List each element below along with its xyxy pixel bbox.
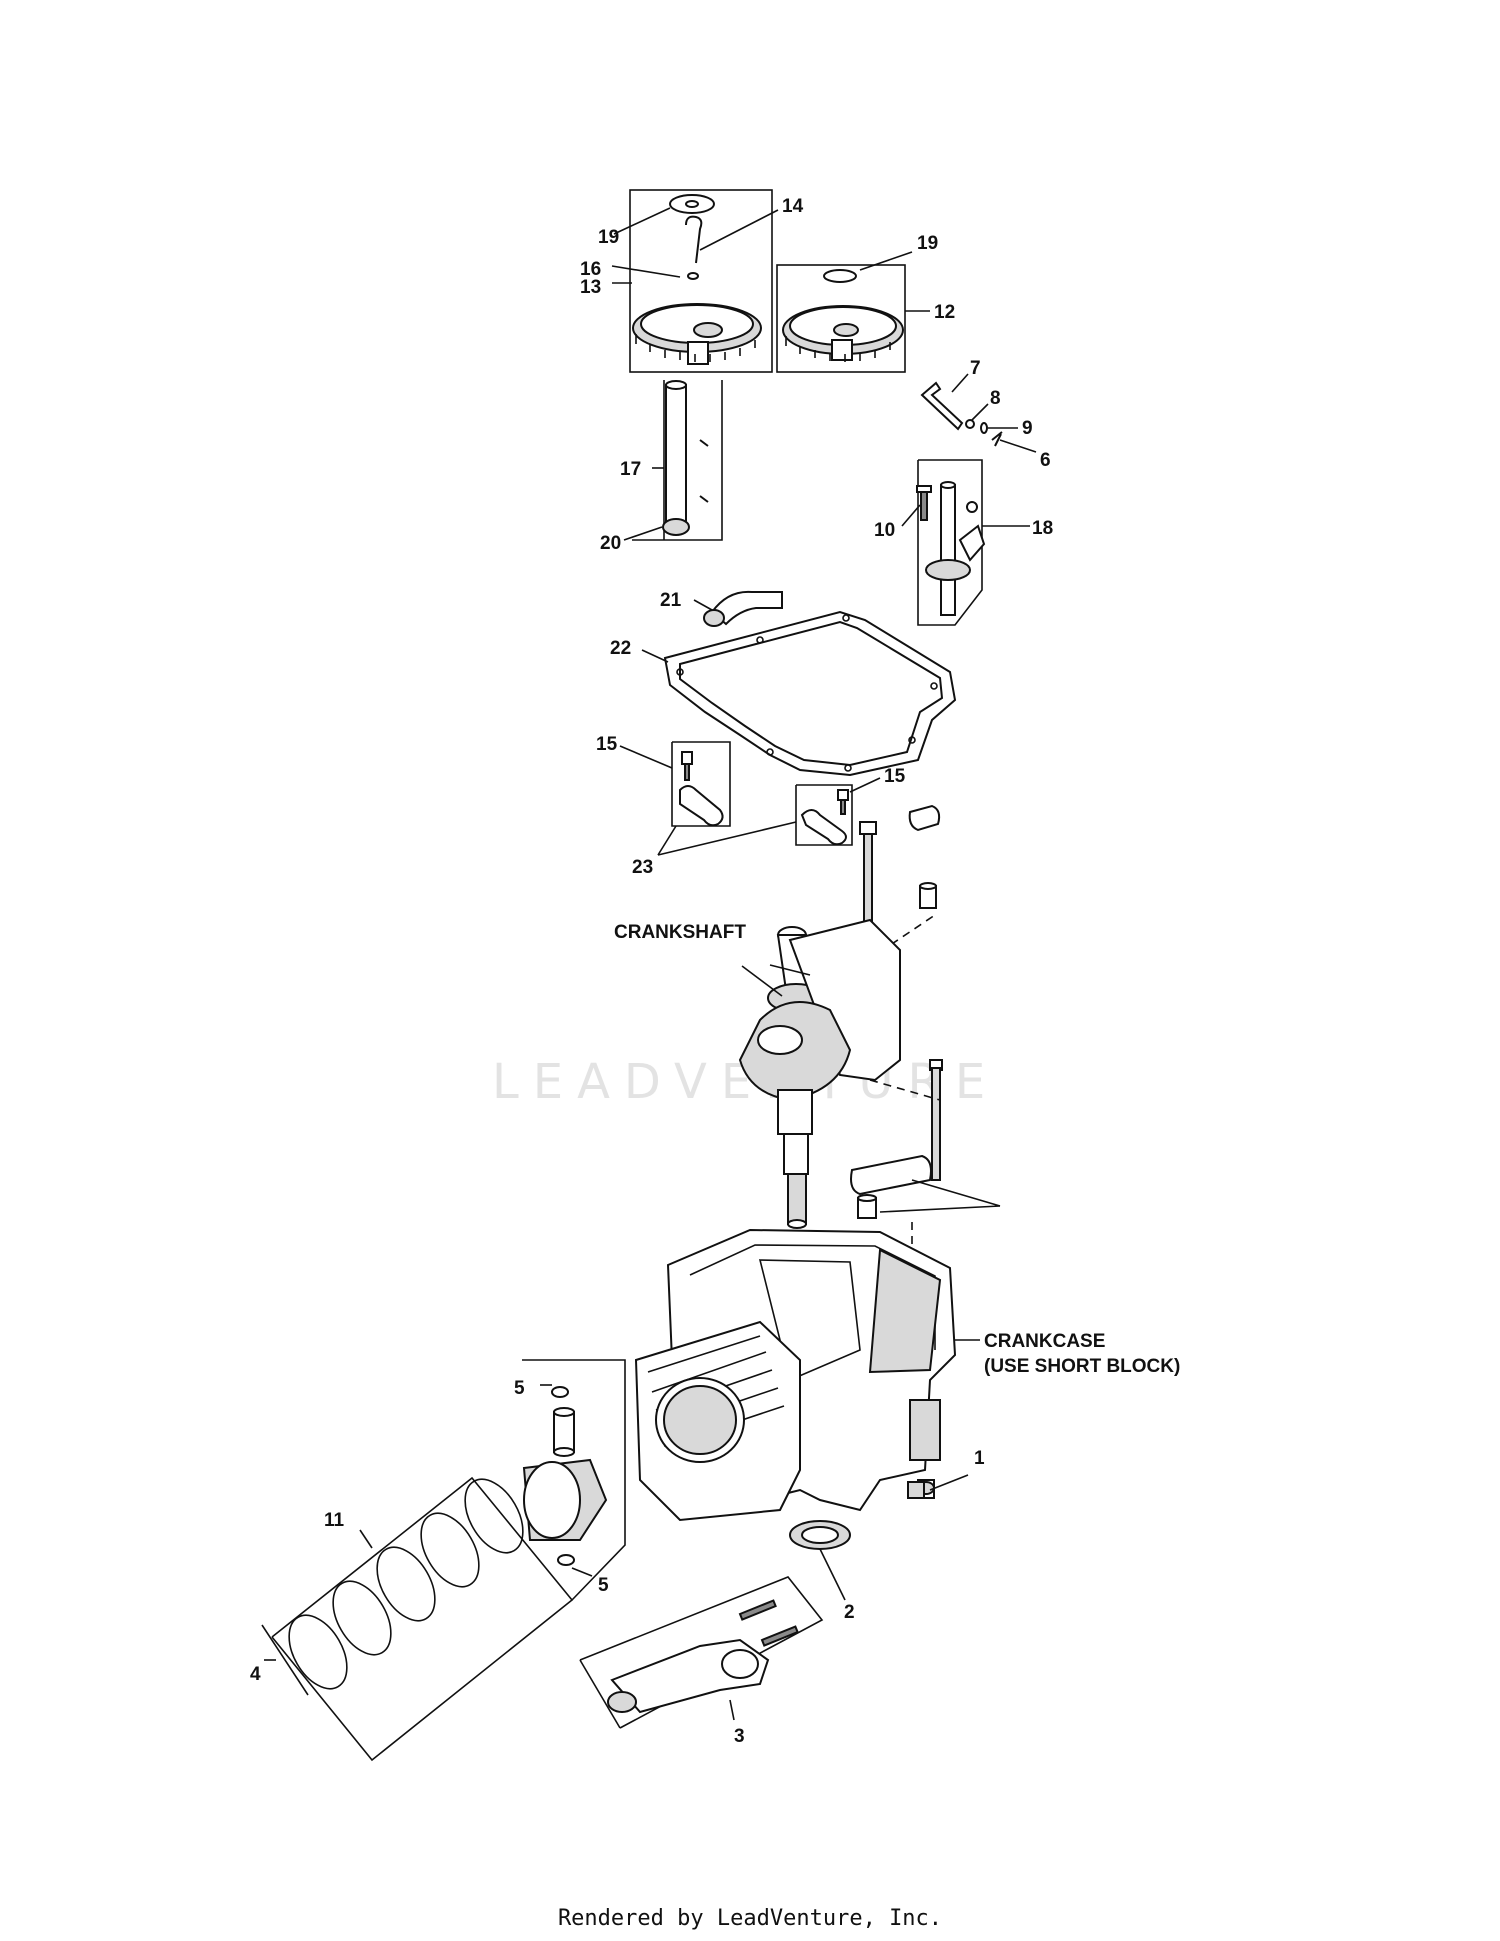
callout-2: 2 [844,1602,855,1623]
callout-7: 7 [970,358,981,379]
callout-4: 4 [250,1664,261,1685]
callout-15-right: 15 [884,766,906,787]
leader-lines [264,207,1037,1721]
connecting-rod-box [579,1576,824,1729]
callout-labels: 19 14 16 13 19 12 7 8 9 6 17 20 18 10 21… [250,196,1180,1747]
governor-lever-parts [920,381,1003,447]
callout-18: 18 [1032,518,1053,539]
crankcase-label-line1: CRANKCASE [984,1331,1105,1352]
governor-shaft-box [632,380,723,541]
crankcase-bolts [850,804,1001,1290]
callout-15-left: 15 [596,734,618,755]
drain-plug [907,1474,969,1499]
piston-rings-box [261,1476,574,1762]
crankshaft [738,918,901,1229]
callout-5-top: 5 [514,1378,525,1399]
callout-8: 8 [990,388,1001,409]
cross-shaft-box [916,459,986,626]
callout-13: 13 [580,277,601,298]
callout-1: 1 [974,1448,985,1469]
callout-20: 20 [600,533,621,554]
callout-9: 9 [1022,418,1033,439]
callout-14: 14 [782,196,804,217]
callout-16: 16 [580,259,601,280]
callout-19-right: 19 [917,233,938,254]
callout-17: 17 [620,459,641,480]
callout-10: 10 [874,520,895,541]
callout-22: 22 [610,638,631,659]
balance-weight-boxes [657,741,853,856]
crankcase [634,1228,980,1522]
callout-12: 12 [934,302,955,323]
crankcase-label-line2: (USE SHORT BLOCK) [984,1356,1180,1377]
footer-rendered-by: Rendered by LeadVenture, Inc. [557,1906,943,1931]
callout-3: 3 [734,1726,745,1747]
callout-5-bottom: 5 [598,1575,609,1596]
crankcase-gasket [663,610,957,777]
crankshaft-label: CRANKSHAFT [614,922,746,943]
breather-tube [703,590,783,627]
governor-gear-assembly-box [629,189,773,373]
callout-21: 21 [660,590,682,611]
gear-box-right [776,264,906,373]
watermark: LEADVENTURE [492,1054,999,1110]
callout-19-top: 19 [598,227,619,248]
callout-23: 23 [632,857,653,878]
piston-box [522,1359,626,1601]
callout-6: 6 [1040,450,1051,471]
oil-seal [789,1520,851,1601]
callout-11: 11 [324,1510,345,1531]
